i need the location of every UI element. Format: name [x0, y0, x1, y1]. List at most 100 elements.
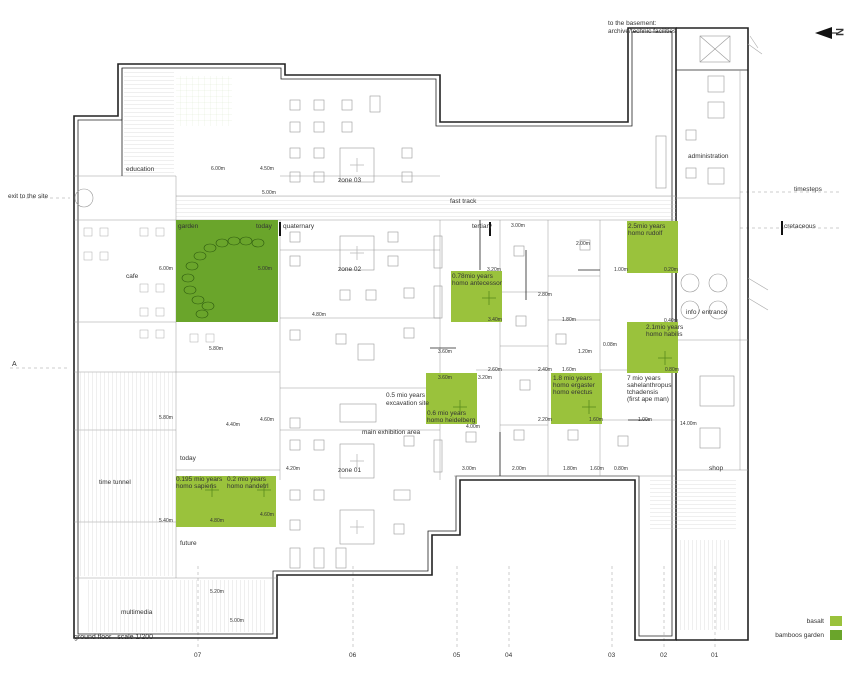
grid-axis-label: 01 — [711, 652, 719, 659]
dimension-label: 3.20m — [487, 267, 501, 273]
excavation-line2: excavation site — [386, 400, 429, 407]
dimension-label: 4.50m — [260, 166, 274, 172]
fast-track-band — [176, 195, 676, 221]
dimension-label: 4.40m — [226, 422, 240, 428]
green-room-3-line1: 2.1mio years — [646, 324, 684, 331]
dimension-label: 1.60m — [590, 466, 604, 472]
dimension-label: 5.80m — [209, 346, 223, 352]
dimension-label: 3.20m — [478, 375, 492, 381]
dimension-label: 1.60m — [589, 417, 603, 423]
legend-item-bamboos-garden: bamboos garden — [770, 630, 842, 644]
basalt-rooms — [176, 221, 678, 527]
today-mid-label: today — [180, 455, 196, 462]
dimension-label: 5.00m — [262, 190, 276, 196]
dimension-label: 1.80m — [562, 317, 576, 323]
dimension-label: 3.00m — [511, 223, 525, 229]
dimension-label: 3.00m — [462, 466, 476, 472]
dimension-label: 2.20m — [538, 417, 552, 423]
dimension-label: 4.20m — [286, 466, 300, 472]
dimension-label: 1.00m — [614, 267, 628, 273]
green-room-5-line3: homo erectus — [553, 389, 593, 396]
room-administration: administration — [688, 153, 729, 160]
time-tunnel-label: time tunnel — [99, 479, 131, 486]
dimension-label: 14.00m — [680, 421, 697, 427]
bamboo-garden — [176, 220, 278, 322]
main-exhibition-label: main exhibition area — [362, 429, 421, 436]
entrance-doors — [747, 35, 769, 311]
dimension-label: 1.20m — [578, 349, 592, 355]
green-room-1-line1: 2.5mio years — [628, 223, 666, 230]
basalt-crosses — [205, 291, 672, 497]
dimension-label: 6.00m — [159, 266, 173, 272]
green-room-6-line1: 0.195 mio years — [176, 476, 223, 483]
shop-label: shop — [709, 465, 724, 472]
legend-swatch-basalt — [830, 616, 842, 626]
timesteps-label: timesteps — [794, 186, 822, 193]
dimension-label: 0.80m — [665, 367, 679, 373]
legend-swatch-bamboos — [830, 630, 842, 640]
dimension-label: 5.00m — [258, 266, 272, 272]
green-room-5-line1: 1.8 mio years — [553, 375, 593, 382]
legend-label: basalt — [806, 618, 824, 625]
zone-crosses — [350, 158, 364, 534]
legend-label: bamboos garden — [775, 632, 824, 639]
dimension-label: 2.40m — [538, 367, 552, 373]
garden-label: garden — [178, 223, 199, 230]
dimension-label: 6.00m — [211, 166, 225, 172]
zone-02-label: zone 02 — [338, 266, 362, 273]
green-room-7-line2: homo nandetrl — [227, 483, 269, 490]
first-ape-line1: 7 mio years — [627, 375, 661, 382]
dimension-label: 4.60m — [260, 417, 274, 423]
stair-hatching — [76, 70, 736, 632]
dimension-label: 3.60m — [438, 349, 452, 355]
first-ape-line2: sahelanthropus — [627, 382, 672, 389]
grid-axis-label: 05 — [453, 652, 461, 659]
excavation-line1: 0.5 mio years — [386, 392, 426, 399]
grid-axis-label: 02 — [660, 652, 668, 659]
outer-walls — [73, 27, 749, 641]
dimension-label: 5.80m — [159, 415, 173, 421]
green-room-1-line2: homo rudolf — [628, 230, 663, 237]
basement-note-line1: to the basement: — [608, 20, 657, 27]
garden-bamboo-ring — [181, 236, 265, 319]
grid-axis-label: 07 — [194, 652, 202, 659]
dimension-label: 5.00m — [230, 618, 244, 624]
zone-03-label: zone 03 — [338, 177, 362, 184]
admin-furniture — [74, 35, 735, 449]
first-ape-line3: tchadensis — [627, 389, 659, 396]
dimension-label: 5.40m — [159, 518, 173, 524]
basement-note-line2: archive/technic facilities — [608, 28, 677, 35]
green-room-7-line1: 0.2 mio years — [227, 476, 267, 483]
section-markers — [279, 221, 783, 236]
section-a-label: A — [12, 361, 17, 368]
exit-label: exit to the site — [8, 193, 49, 200]
dimension-label: 0.80m — [614, 466, 628, 472]
legend: basalt bamboos garden — [770, 616, 842, 644]
multimedia-label: multimedia — [121, 609, 153, 616]
grid-axis-label: 04 — [505, 652, 513, 659]
dimension-label: 0.40m — [664, 318, 678, 324]
dimension-label: 2.80m — [538, 292, 552, 298]
dimension-label: 2.60m — [488, 367, 502, 373]
green-room-2-line1: 0.78mio years — [452, 273, 493, 280]
grid-axis-label: 03 — [608, 652, 616, 659]
info-entrance-label: info / entrance — [686, 309, 728, 316]
dimension-label: 4.80m — [312, 312, 326, 318]
tertiary-label: tertiary — [472, 223, 492, 230]
quaternary-label: quaternary — [283, 223, 315, 230]
green-room-4-line2: homo heidelberg — [427, 417, 476, 424]
dimension-label: 5.20m — [210, 589, 224, 595]
today-top-label: today — [256, 223, 272, 230]
cafe-tables — [83, 227, 215, 343]
dimension-label: 4.00m — [466, 424, 480, 430]
dimension-label: 1.00m — [638, 417, 652, 423]
dimension-label: 0.20m — [664, 267, 678, 273]
fast-track-label: fast track — [450, 198, 477, 205]
dimension-label: 0.08m — [603, 342, 617, 348]
future-label: future — [180, 540, 197, 547]
legend-item-basalt: basalt — [770, 616, 842, 630]
dimension-label: 1.60m — [562, 367, 576, 373]
dimension-label: 1.80m — [563, 466, 577, 472]
dimension-label: 4.60m — [260, 512, 274, 518]
